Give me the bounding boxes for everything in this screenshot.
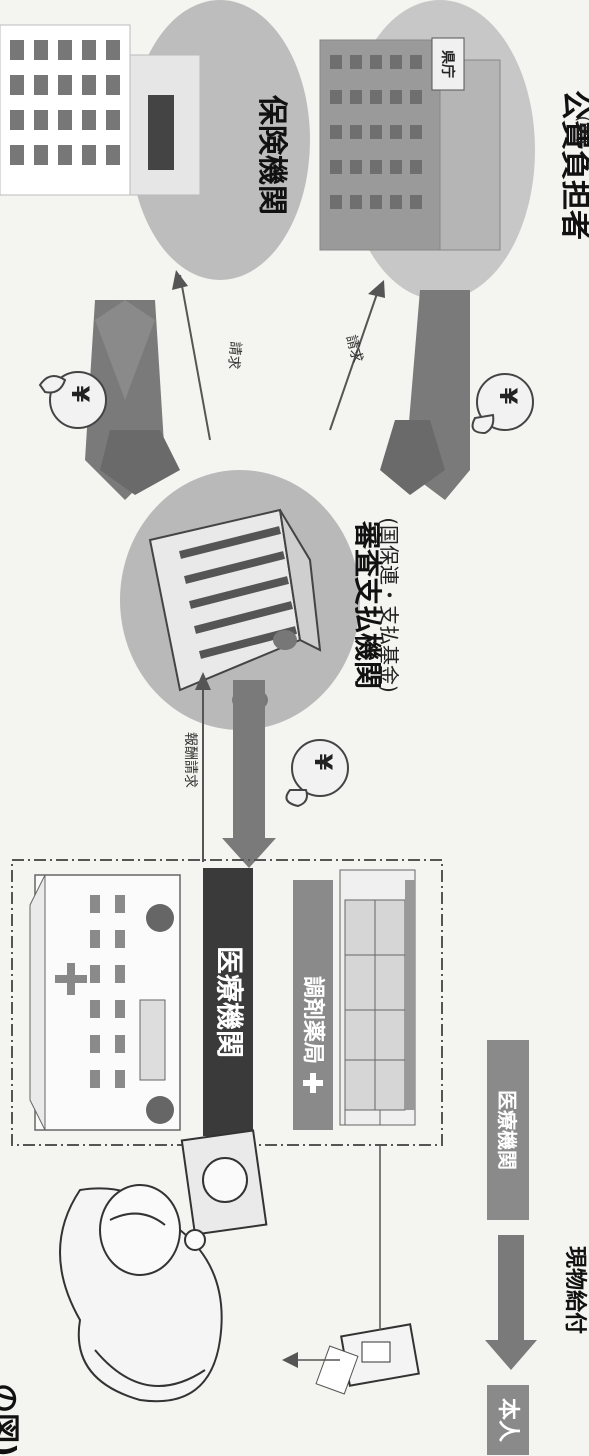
patient-sick-icon [59,1184,223,1403]
insurer-label: 保険機関 [254,95,289,215]
patient-at-doctor-icon [180,1129,268,1251]
medical-institution-box [203,868,253,1136]
patient-label: 本人 [495,1398,520,1442]
in-kind-institution-box [487,1040,529,1220]
public-payer-claim-arrow-head [368,280,385,298]
pharmacy-label: 調剤薬局 [300,976,326,1064]
public-payer-payment-arrow [380,290,470,500]
money-bag-icon: ¥ [471,373,534,435]
svg-text:¥: ¥ [494,388,522,405]
review-org-group: 審査支払機関 (国保連・支払基金) [120,470,401,730]
svg-text:¥: ¥ [309,754,337,771]
pharmacy-building-icon [339,869,416,1126]
in-kind-down-arrow [485,1235,537,1370]
review-org-sublabel: (国保連・支払基金) [377,517,401,693]
public-payer-claim-label: 請求 [343,333,366,364]
in-kind-label: 現物給付 [562,1246,588,1334]
insurer-building-icon [0,24,201,196]
insurer-claim-arrow [179,274,211,441]
insurance-card-icon [315,1323,420,1395]
insurer-group: 保険機関 [0,0,310,280]
money-bag-icon: ¥ [285,739,349,808]
public-payer-group: 県庁 公費負担者 (県) [319,0,589,300]
prefecture-office-sign: 県庁 [439,50,456,78]
plus-icon [303,1073,323,1093]
medical-institution-label: 医療機関 [213,946,246,1058]
patient-link-arrow-head [282,1352,298,1368]
insurer-payment-arrow [85,300,180,500]
hospital-building-icon [29,874,181,1131]
figure-title-fragment: の図) [0,1383,21,1456]
review-org-label: 審査支払機関 [351,520,384,689]
prefecture-building-icon [319,37,501,251]
insurer-claim-arrow-head [172,270,188,290]
medical-institution-region: 医療機関 調剤薬局 [11,859,443,1146]
public-payer-label: 公費負担者 [557,90,589,240]
payment-down-arrow [222,680,276,868]
svg-text:¥: ¥ [66,386,94,403]
in-kind-institution-label: 医療機関 [495,1090,519,1170]
patient-box [487,1385,529,1455]
fee-claim-arrow-head [195,672,211,690]
insurer-claim-label: 請求 [225,341,243,370]
money-bag-icon: ¥ [38,371,107,429]
fee-claim-label: 報酬請求 [182,732,198,788]
public-payer-sublabel: (県) [574,116,589,145]
public-payer-claim-arrow [329,284,381,431]
review-org-building-icon [148,508,322,712]
